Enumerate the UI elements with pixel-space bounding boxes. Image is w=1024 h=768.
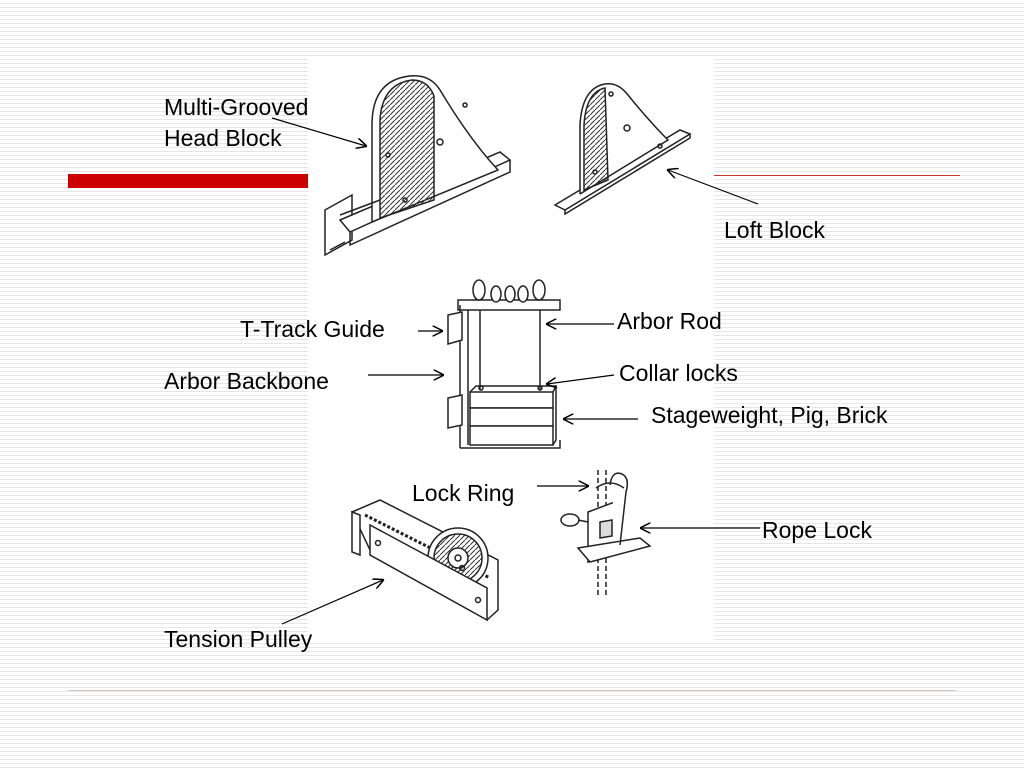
footer-divider [68, 690, 956, 691]
label-t-track-guide: T-Track Guide [240, 316, 385, 342]
label-loft-block: Loft Block [724, 217, 825, 243]
label-collar-locks: Collar locks [619, 360, 738, 386]
label-multi-grooved-head-block: Multi-Grooved Head Block [164, 92, 308, 154]
label-arbor-rod: Arbor Rod [617, 308, 722, 334]
accent-bar [68, 174, 310, 188]
label-rope-lock: Rope Lock [762, 517, 872, 543]
head-block-drawing [324, 75, 512, 257]
leader-tension-pulley [281, 580, 383, 625]
label-tension-pulley: Tension Pulley [164, 626, 313, 652]
tension-pulley-drawing [350, 499, 499, 622]
leader-lines [271, 117, 760, 625]
leader-head-block [271, 117, 366, 146]
loft-block-drawing [553, 82, 692, 216]
label-stageweight: Stageweight, Pig, Brick [651, 402, 888, 428]
label-multi-grooved-line1: Multi-Grooved [164, 94, 309, 120]
rope-lock-drawing [560, 470, 652, 598]
accent-line [710, 175, 960, 176]
label-multi-grooved-line2: Head Block [164, 125, 282, 152]
arbor-drawing [447, 279, 561, 449]
leader-collar-locks [547, 374, 615, 384]
label-lock-ring: Lock Ring [412, 480, 515, 506]
label-arbor-backbone: Arbor Backbone [164, 368, 329, 394]
leader-loft-block [668, 170, 759, 205]
